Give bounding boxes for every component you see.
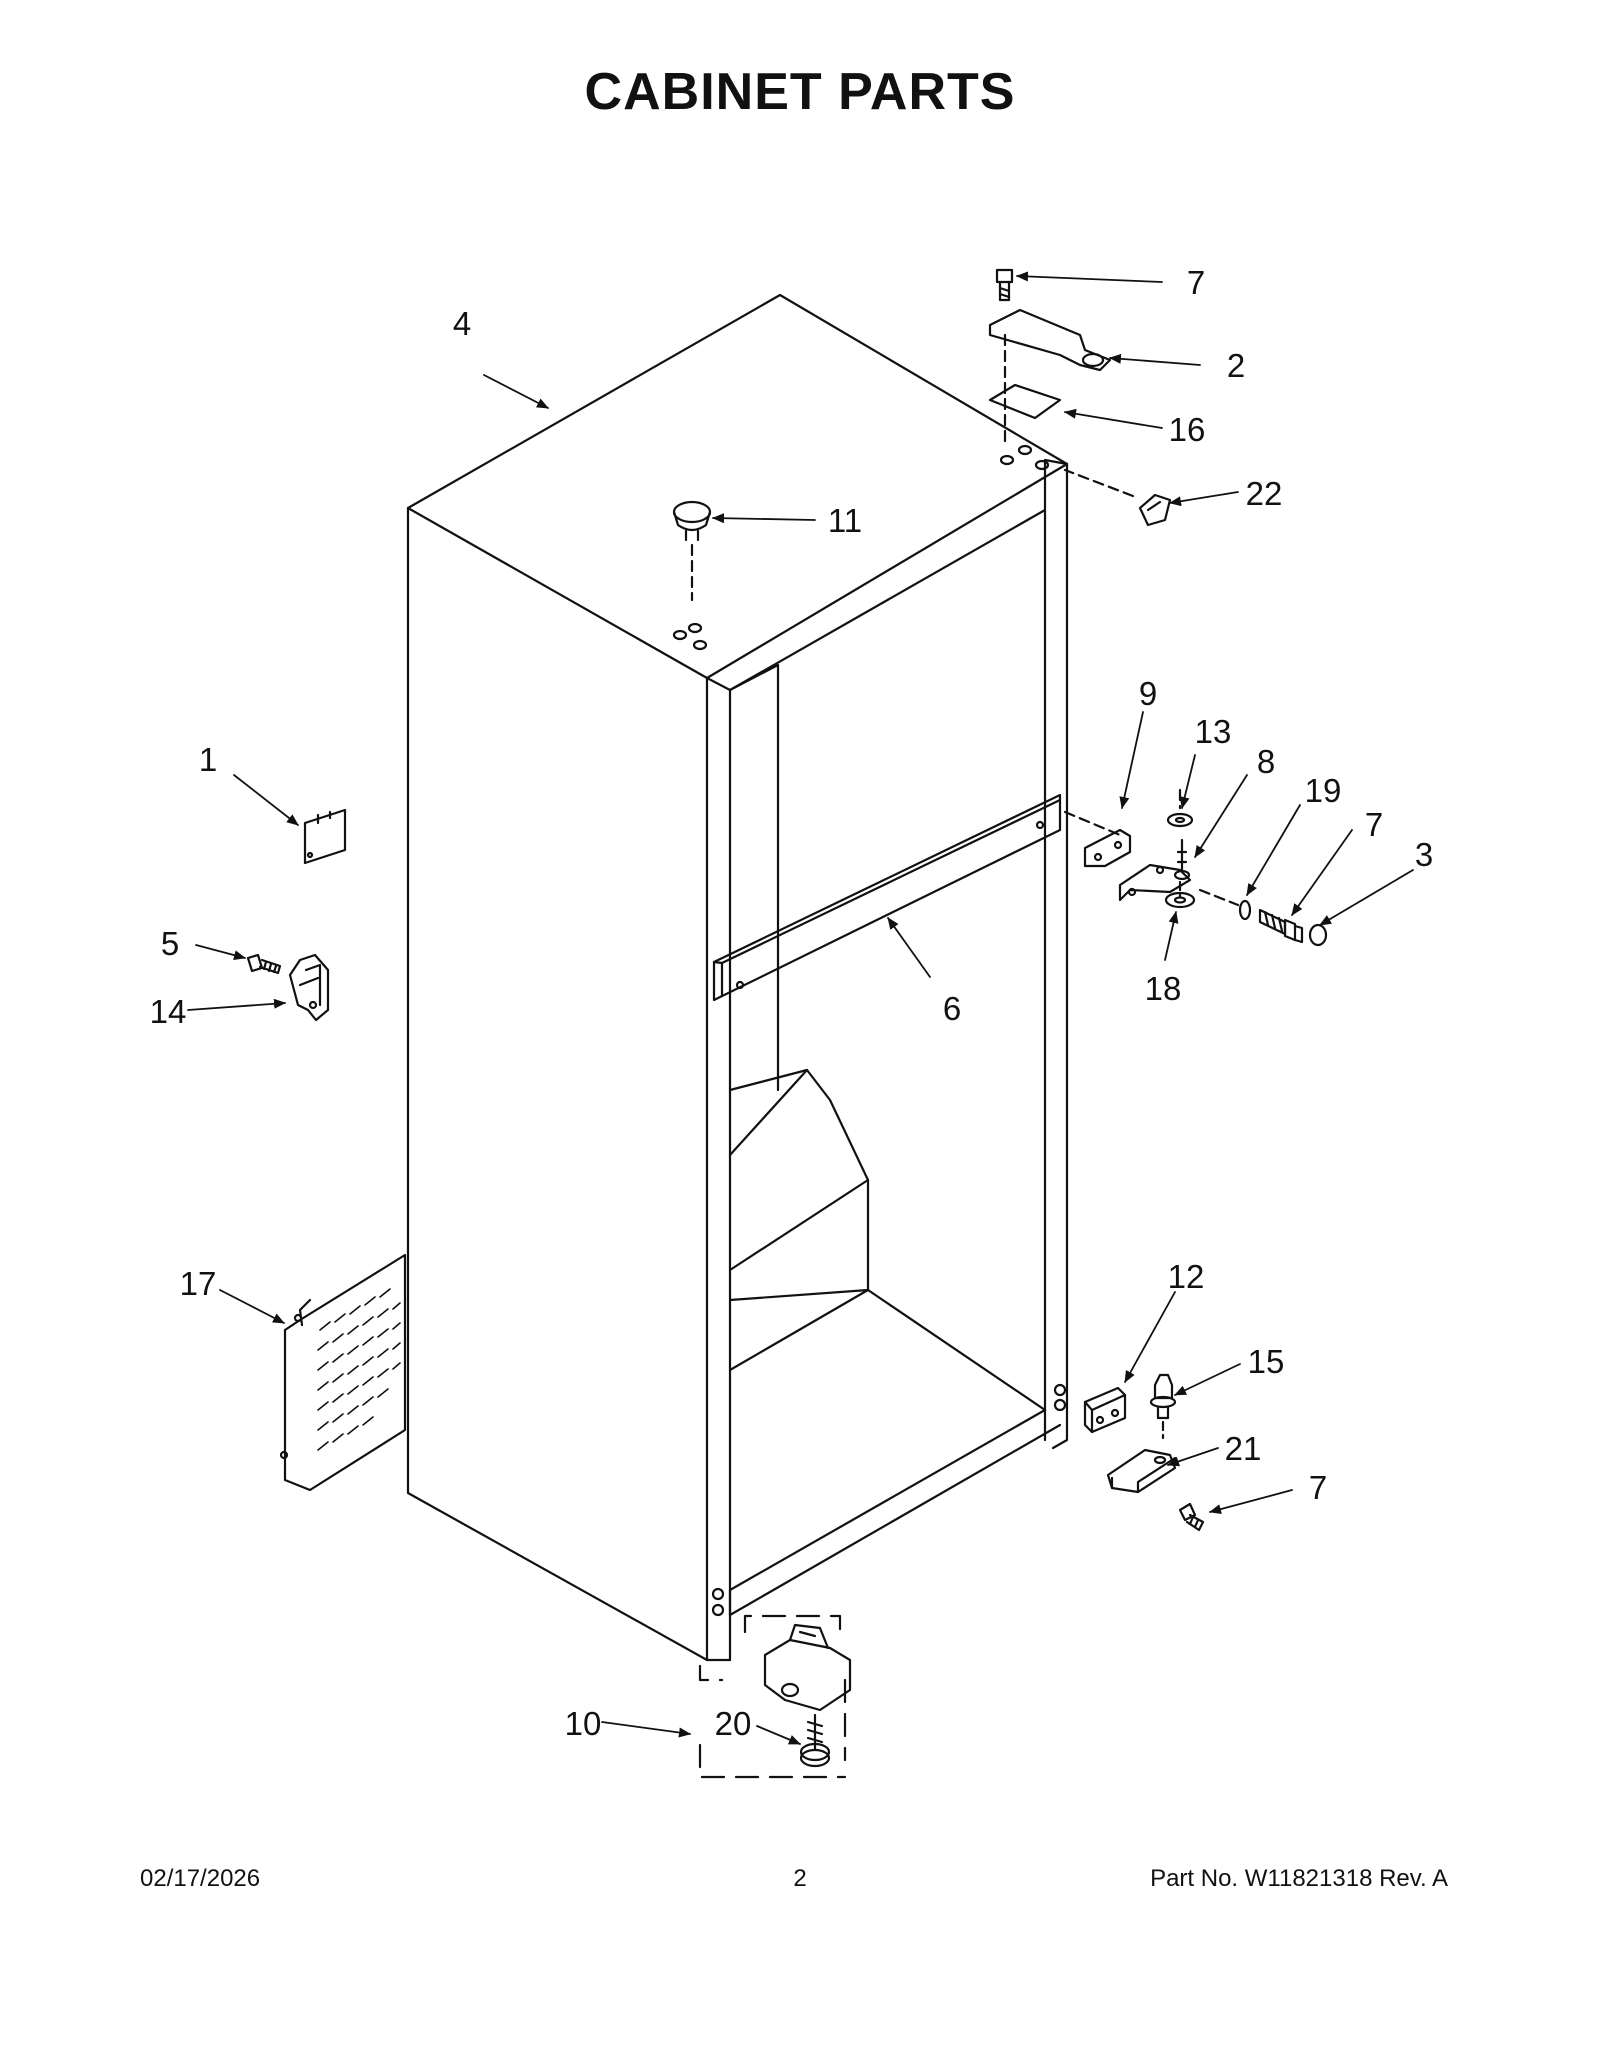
callout-10: 10 — [565, 1705, 602, 1742]
footer-part-number: Part No. W11821318 Rev. A — [1150, 1865, 1448, 1892]
callout-2: 2 — [1227, 347, 1245, 384]
hinge-spacer-part-12 — [1083, 1386, 1127, 1434]
bottom-hinge-part-21 — [1106, 1448, 1177, 1494]
callout-13: 13 — [1195, 713, 1232, 750]
leader-lines — [187, 271, 1414, 1745]
callout-19: 19 — [1305, 772, 1342, 809]
cabinet-body — [406, 293, 1069, 1662]
callout-8: 8 — [1257, 743, 1275, 780]
leveling-leg-part-20 — [763, 1623, 852, 1768]
callout-20: 20 — [715, 1705, 752, 1742]
top-hinge-shim-part-16 — [988, 383, 1062, 420]
center-hinge-assembly — [1063, 788, 1328, 947]
callout-14: 14 — [150, 993, 187, 1030]
plug-button-part-11 — [672, 500, 712, 602]
door-stop-part-14 — [288, 953, 330, 1022]
page-title: CABINET PARTS — [584, 63, 1016, 121]
callout-22: 22 — [1246, 475, 1283, 512]
callout-5: 5 — [161, 925, 179, 962]
callout-6: 6 — [943, 990, 961, 1027]
callout-11: 11 — [828, 502, 862, 539]
bottom-screw-part-7 — [1178, 1502, 1205, 1532]
access-cover-part-17 — [279, 1253, 407, 1492]
callout-7-bottom: 7 — [1309, 1469, 1327, 1506]
callout-7-middle: 7 — [1365, 806, 1383, 843]
callout-17: 17 — [180, 1265, 217, 1302]
callout-4: 4 — [453, 305, 471, 342]
screw-part-5 — [246, 953, 282, 975]
callout-21: 21 — [1225, 1430, 1262, 1467]
callout-12: 12 — [1168, 1258, 1205, 1295]
callout-3: 3 — [1415, 836, 1433, 873]
callout-7-top: 7 — [1187, 264, 1205, 301]
footer-date: 02/17/2026 — [140, 1865, 261, 1892]
footer-page-number: 2 — [793, 1865, 807, 1892]
label-part-1 — [303, 808, 347, 865]
callout-18: 18 — [1145, 970, 1182, 1007]
top-holes — [672, 444, 1050, 651]
hinge-pin-part-15 — [1149, 1373, 1177, 1440]
callout-16: 16 — [1169, 411, 1206, 448]
callout-15: 15 — [1248, 1343, 1285, 1380]
top-hinge-screw-part-7 — [995, 268, 1014, 302]
callout-9: 9 — [1139, 675, 1157, 712]
hinge-cover-part-22 — [1063, 468, 1172, 527]
callout-labels: 7 2 16 22 4 11 9 13 8 19 7 3 18 6 1 5 14… — [150, 264, 1434, 1742]
mullion-part-6 — [712, 793, 1062, 1002]
callout-1: 1 — [199, 741, 217, 778]
top-hinge-part-2 — [988, 308, 1112, 447]
leveling-leg-bracket-part-10 — [698, 1614, 847, 1779]
